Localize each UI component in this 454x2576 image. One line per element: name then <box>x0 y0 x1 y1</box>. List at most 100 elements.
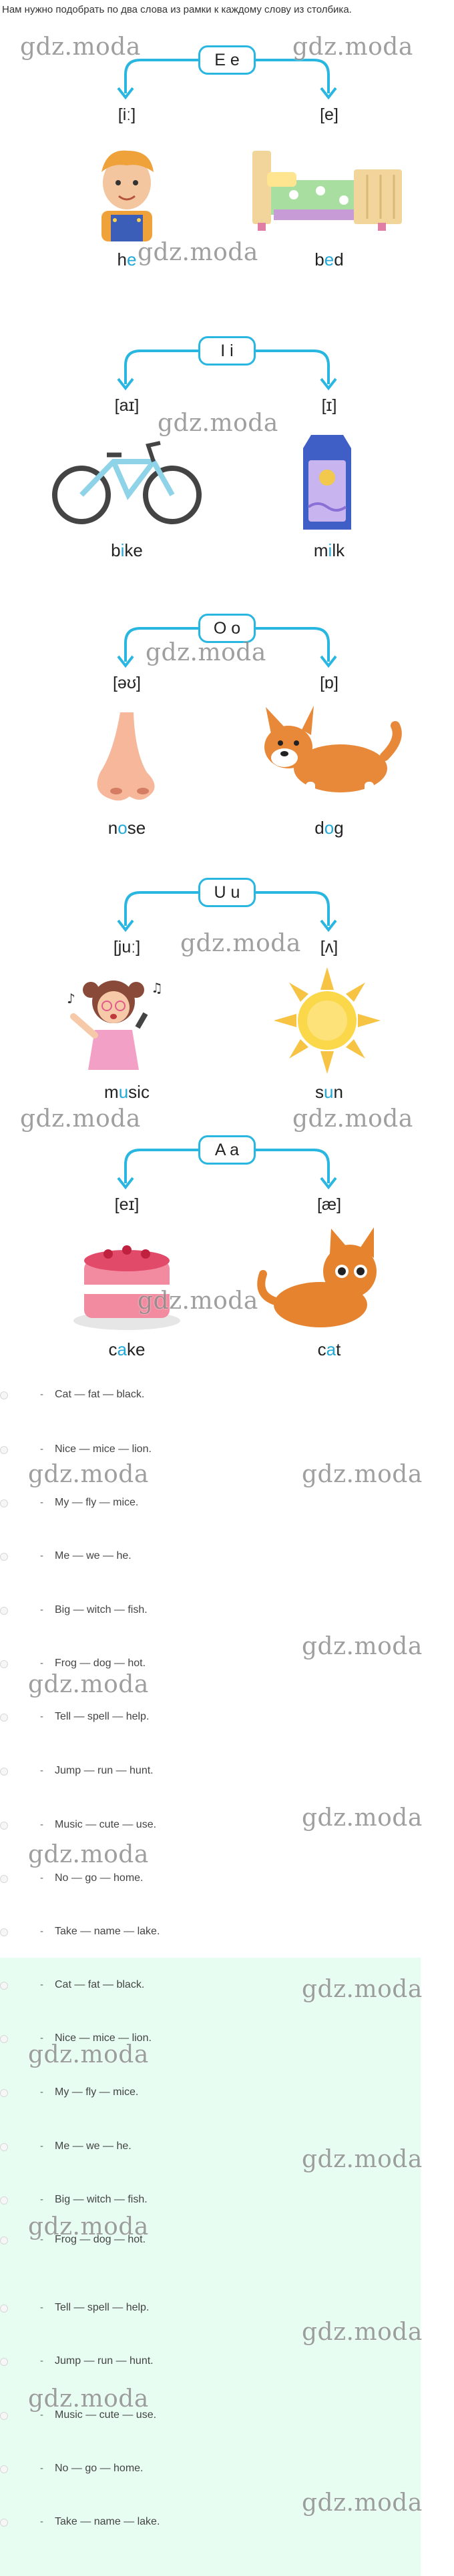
answer-row: -Jump — run — hunt. <box>0 2354 401 2370</box>
watermark: gdz.moda <box>302 2146 423 2173</box>
answer-row: -My — fly — mice. <box>0 2085 401 2101</box>
answer-row: - Music — cute — use. <box>0 1818 401 1834</box>
answer-row: - Cat — fat — black. <box>0 1978 401 1994</box>
nose-icon <box>97 712 155 801</box>
radio-icon <box>0 1768 8 1776</box>
watermark: gdz.moda <box>302 1461 423 1488</box>
phoneme-right: [e] <box>320 105 338 124</box>
word-left: nose <box>107 818 146 838</box>
watermark: gdz.moda <box>138 239 258 266</box>
answer-row: -Me — we — he. <box>0 2139 401 2155</box>
word-right: dog <box>314 818 344 838</box>
answer-row: -Me — we — he. <box>0 1549 401 1565</box>
watermark: gdz.moda <box>302 1633 423 1660</box>
bullet-dash: - <box>40 2302 43 2313</box>
bullet-dash: - <box>40 1765 43 1776</box>
cat-icon <box>257 1227 377 1327</box>
section-a: A a [eɪ] [æ] cake cat <box>0 1114 454 1381</box>
watermark: gdz.moda <box>138 1287 258 1315</box>
watermark: gdz.moda <box>302 1804 423 1832</box>
answer-text: Take — name — lake. <box>55 1926 160 1937</box>
watermark: gdz.moda <box>28 1671 149 1698</box>
boy-icon <box>101 150 154 241</box>
answer-text: Me — we — he. <box>55 1550 132 1561</box>
phoneme-right: [ʌ] <box>320 938 338 956</box>
answer-text: Frog — dog — hot. <box>55 2234 146 2245</box>
letter-box: I i <box>198 336 256 366</box>
radio-icon <box>0 2035 8 2043</box>
dog-icon <box>264 706 402 802</box>
phoneme-right: [ɒ] <box>320 674 338 692</box>
radio-icon <box>0 1446 8 1454</box>
answer-text: Nice — mice — lion. <box>55 2032 152 2044</box>
answer-row: -Nice — mice — lion. <box>0 2031 401 2047</box>
watermark: gdz.moda <box>180 930 301 957</box>
watermark: gdz.moda <box>28 2385 149 2413</box>
answer-text: Jump — run — hunt. <box>55 2355 154 2367</box>
answer-row: -Big — witch — fish. <box>0 2192 401 2208</box>
answer-row: - My — fly — mice. <box>0 1495 401 1511</box>
phoneme-left: [əʊ] <box>112 674 141 692</box>
watermark: gdz.moda <box>20 1105 141 1133</box>
radio-icon <box>0 1928 8 1936</box>
radio-icon <box>0 1391 8 1399</box>
radio-icon <box>0 1714 8 1722</box>
word-left: music <box>104 1082 150 1102</box>
watermark: gdz.moda <box>158 410 278 437</box>
bike-icon <box>52 441 202 524</box>
bullet-dash: - <box>40 1926 43 1937</box>
answer-text: My — fly — mice. <box>55 2086 139 2098</box>
answer-text: Jump — run — hunt. <box>55 1765 154 1776</box>
answer-list-highlighted: -Cat — fat — black. -Nice — mice — lion.… <box>0 1958 421 2576</box>
phoneme-left: [iː] <box>118 105 136 124</box>
answer-text: Me — we — he. <box>55 2140 132 2152</box>
word-right: milk <box>313 540 345 560</box>
sun-icon <box>274 967 381 1074</box>
watermark: gdz.moda <box>302 1976 423 2003</box>
radio-icon <box>0 1875 8 1883</box>
answer-text: No — go — home. <box>55 2463 144 2474</box>
svg-text:♪: ♪ <box>67 991 75 1007</box>
watermark: gdz.moda <box>292 33 413 61</box>
bullet-dash: - <box>40 1819 43 1830</box>
answer-text: My — fly — mice. <box>55 1497 139 1508</box>
radio-icon <box>0 2143 8 2151</box>
bullet-dash: - <box>40 1443 43 1455</box>
phoneme-right: [æ] <box>316 1195 342 1214</box>
radio-icon <box>0 2358 8 2366</box>
answer-row: -Take — name — lake. <box>0 2515 401 2531</box>
word-left: bike <box>111 540 143 560</box>
watermark: gdz.moda <box>20 33 141 61</box>
bullet-dash: - <box>40 1497 43 1508</box>
answer-text: Music — cute — use. <box>55 1819 157 1830</box>
phoneme-right: [ɪ] <box>321 396 337 415</box>
bullet-dash: - <box>40 2463 43 2474</box>
section-e: E e [iː] [e] he bed <box>0 24 454 291</box>
radio-icon <box>0 1607 8 1615</box>
split-arrows-icon <box>117 891 337 932</box>
radio-icon <box>0 2196 8 2204</box>
answer-text: Take — name — lake. <box>55 2516 160 2527</box>
word-left: cake <box>108 1339 146 1359</box>
answer-text: Frog — dog — hot. <box>55 1658 146 1669</box>
bullet-dash: - <box>40 2234 43 2245</box>
answer-row: -Frog — dog — hot. <box>0 1656 401 1672</box>
bullet-dash: - <box>40 2140 43 2152</box>
split-arrows-icon <box>117 350 337 391</box>
answer-list: -Cat — fat — black. -Nice — mice — lion.… <box>0 1364 454 1958</box>
cake-icon <box>73 1245 180 1330</box>
radio-icon <box>0 1822 8 1830</box>
singing-girl-icon: ♪ ♫ <box>67 980 163 1070</box>
answer-text: Cat — fat — black. <box>55 1979 145 1990</box>
bed-icon <box>252 151 402 231</box>
watermark: gdz.moda <box>302 2319 423 2346</box>
answer-text: Nice — mice — lion. <box>55 1443 152 1455</box>
watermark: gdz.moda <box>28 2041 149 2068</box>
watermark: gdz.moda <box>28 1461 149 1488</box>
milk-carton-icon <box>303 435 351 530</box>
instruction-text: Нам нужно подобрать по два слова из рамк… <box>2 4 352 15</box>
bullet-dash: - <box>40 1979 43 1990</box>
radio-icon <box>0 2465 8 2473</box>
watermark: gdz.moda <box>146 639 266 666</box>
answer-row: - Jump — run — hunt. <box>0 1764 401 1780</box>
